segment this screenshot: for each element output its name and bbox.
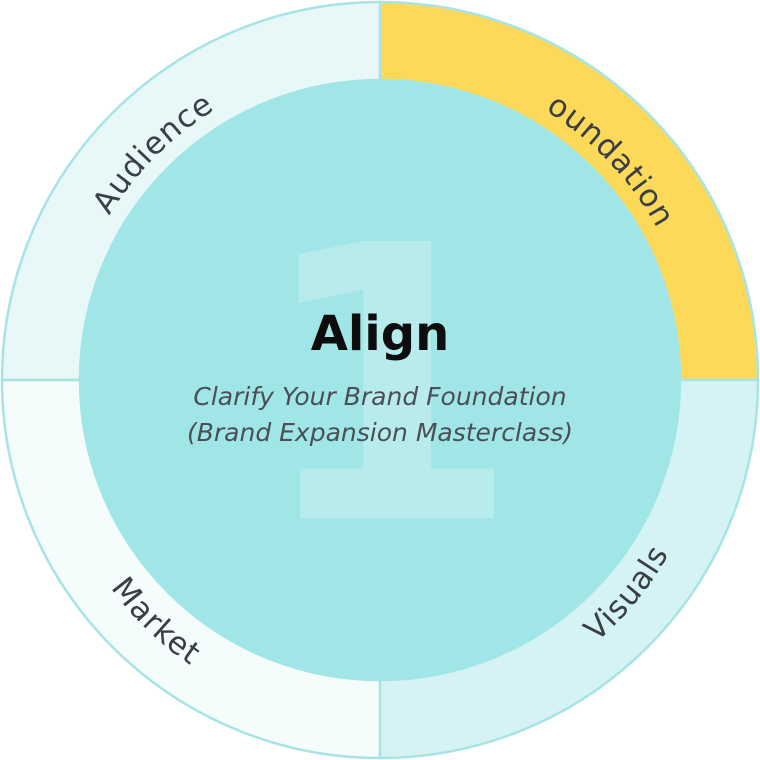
step-numeral: 1 [256,165,520,608]
center-circle [79,79,681,681]
center-subtitle-line2: (Brand Expansion Masterclass) [187,418,573,447]
center-subtitle-line1: Clarify Your Brand Foundation [193,382,566,411]
center-title: Align [311,306,450,362]
